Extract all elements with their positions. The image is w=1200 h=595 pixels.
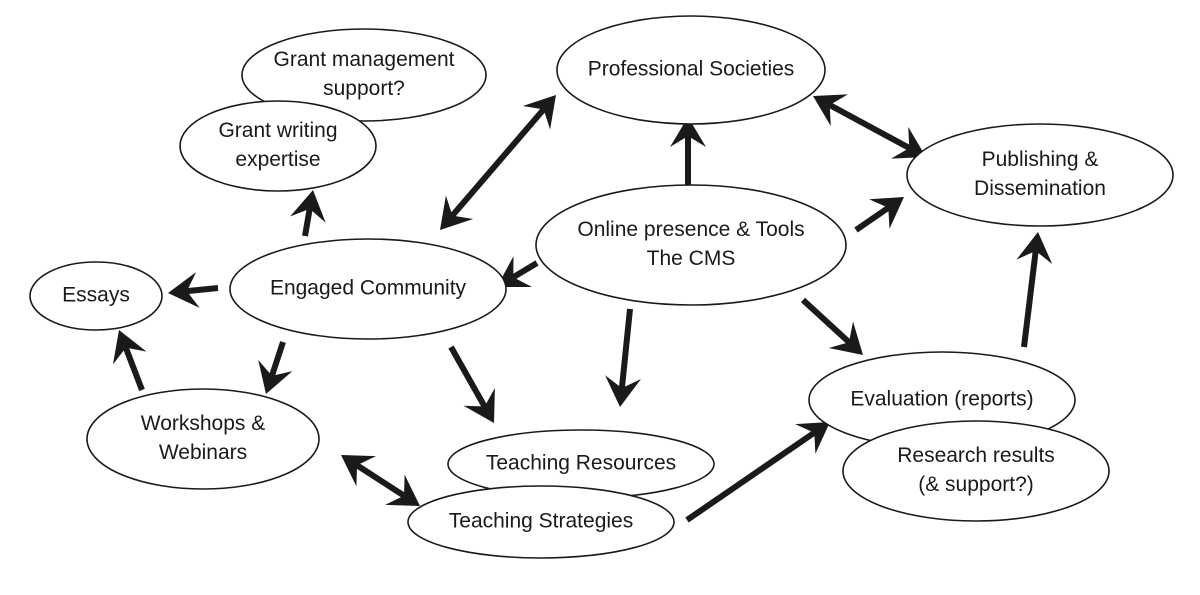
edge-evaluation-to-publishing <box>1016 232 1053 348</box>
arrow-shaft <box>355 462 406 499</box>
edge-engaged_community-to-essays <box>168 272 219 308</box>
arrowhead <box>341 455 376 487</box>
node-label-line: Grant management <box>274 48 455 71</box>
edge-online_presence-to-professional_societies <box>670 117 706 186</box>
edge-engaged_community-to-workshops <box>258 341 293 394</box>
arrow-shaft <box>511 260 539 280</box>
arrowhead <box>258 359 293 394</box>
arrow-shaft <box>800 297 852 345</box>
arrow-shaft <box>618 308 633 389</box>
arrowhead <box>795 422 830 454</box>
edge-engaged_community-to-teaching_resources <box>448 345 495 423</box>
arrowhead <box>112 330 147 365</box>
edge-online_presence-to-publishing <box>854 197 904 233</box>
node-label-line: support? <box>323 77 405 100</box>
node-ellipse <box>556 15 826 125</box>
edge-workshops-to-teaching_strategies <box>341 455 420 506</box>
node-ellipse <box>407 485 675 559</box>
node-essays: Essays <box>29 261 163 331</box>
node-grant-management: Grant management support? <box>241 28 487 122</box>
arrow-shaft <box>269 341 286 377</box>
edges-layer <box>112 94 1053 523</box>
node-research-results: Research results (& support?) <box>842 420 1110 522</box>
node-label-line: Essays <box>62 284 130 307</box>
edge-workshops-to-essays <box>112 330 147 392</box>
node-label-line: Professional Societies <box>588 58 795 81</box>
node-label-line: expertise <box>235 148 320 171</box>
node-professional-societies: Professional Societies <box>556 15 826 125</box>
node-label-line: Dissemination <box>974 177 1106 200</box>
edge-teaching_strategies-to-evaluation <box>685 422 830 523</box>
edge-engaged_community-to-grant_writing <box>290 190 326 237</box>
arrow-shaft <box>854 205 890 233</box>
node-engaged-community: Engaged Community <box>229 238 507 340</box>
node-grant-writing: Grant writing expertise <box>179 100 377 192</box>
arrowhead <box>440 195 474 230</box>
arrowhead <box>670 117 706 147</box>
edge-online_presence-to-engaged_community <box>497 256 539 287</box>
node-label-line: (& support?) <box>918 473 1034 496</box>
arrowhead <box>813 94 848 127</box>
arrowhead <box>290 190 326 223</box>
node-ellipse <box>842 420 1110 522</box>
edge-online_presence-to-evaluation <box>800 297 863 355</box>
arrow-shaft <box>1021 250 1039 348</box>
arrowhead <box>869 197 904 229</box>
edge-engaged_community-to-professional_societies <box>440 95 556 230</box>
arrow-shaft <box>302 208 313 237</box>
arrow-shaft <box>448 345 488 408</box>
node-ellipse <box>535 184 847 306</box>
node-ellipse <box>86 388 320 490</box>
arrowhead <box>605 375 641 407</box>
arrow-shaft <box>122 346 145 392</box>
node-label-line: Research results <box>897 444 1055 467</box>
edge-professional_societies-to-publishing <box>813 94 926 159</box>
arrowhead <box>891 126 926 159</box>
node-ellipse <box>241 28 487 122</box>
node-label-line: The CMS <box>647 247 736 270</box>
arrow-shaft <box>186 285 219 295</box>
node-label-line: Grant writing <box>218 119 337 142</box>
node-workshops: Workshops & Webinars <box>86 388 320 490</box>
arrowhead <box>1016 232 1053 264</box>
node-teaching-strategies: Teaching Strategies <box>407 485 675 559</box>
node-ellipse <box>906 123 1174 227</box>
arrowhead <box>385 474 420 506</box>
edge-online_presence-to-teaching_resources <box>605 308 641 407</box>
node-publishing: Publishing & Dissemination <box>906 123 1174 227</box>
arrow-shaft <box>685 430 816 523</box>
node-label-line: Engaged Community <box>270 277 467 300</box>
node-label-line: Evaluation (reports) <box>850 388 1033 411</box>
node-ellipse <box>179 100 377 192</box>
arrowhead <box>168 272 200 308</box>
arrowhead <box>463 388 495 423</box>
node-label-line: Online presence & Tools <box>577 218 804 241</box>
arrowhead <box>522 95 556 130</box>
arrow-shaft <box>828 102 911 151</box>
node-label-line: Workshops & <box>141 412 266 435</box>
arrowhead <box>828 321 863 355</box>
arrow-shaft <box>450 107 546 218</box>
node-label-line: Publishing & <box>982 148 1099 171</box>
node-label-line: Webinars <box>159 441 247 464</box>
node-ellipse <box>229 238 507 340</box>
nodes-layer: Grant management support? Grant writing exp… <box>29 15 1174 559</box>
node-label-line: Teaching Resources <box>486 452 676 475</box>
arrowhead <box>497 256 532 287</box>
node-ellipse <box>29 261 163 331</box>
node-label-line: Teaching Strategies <box>449 510 633 533</box>
